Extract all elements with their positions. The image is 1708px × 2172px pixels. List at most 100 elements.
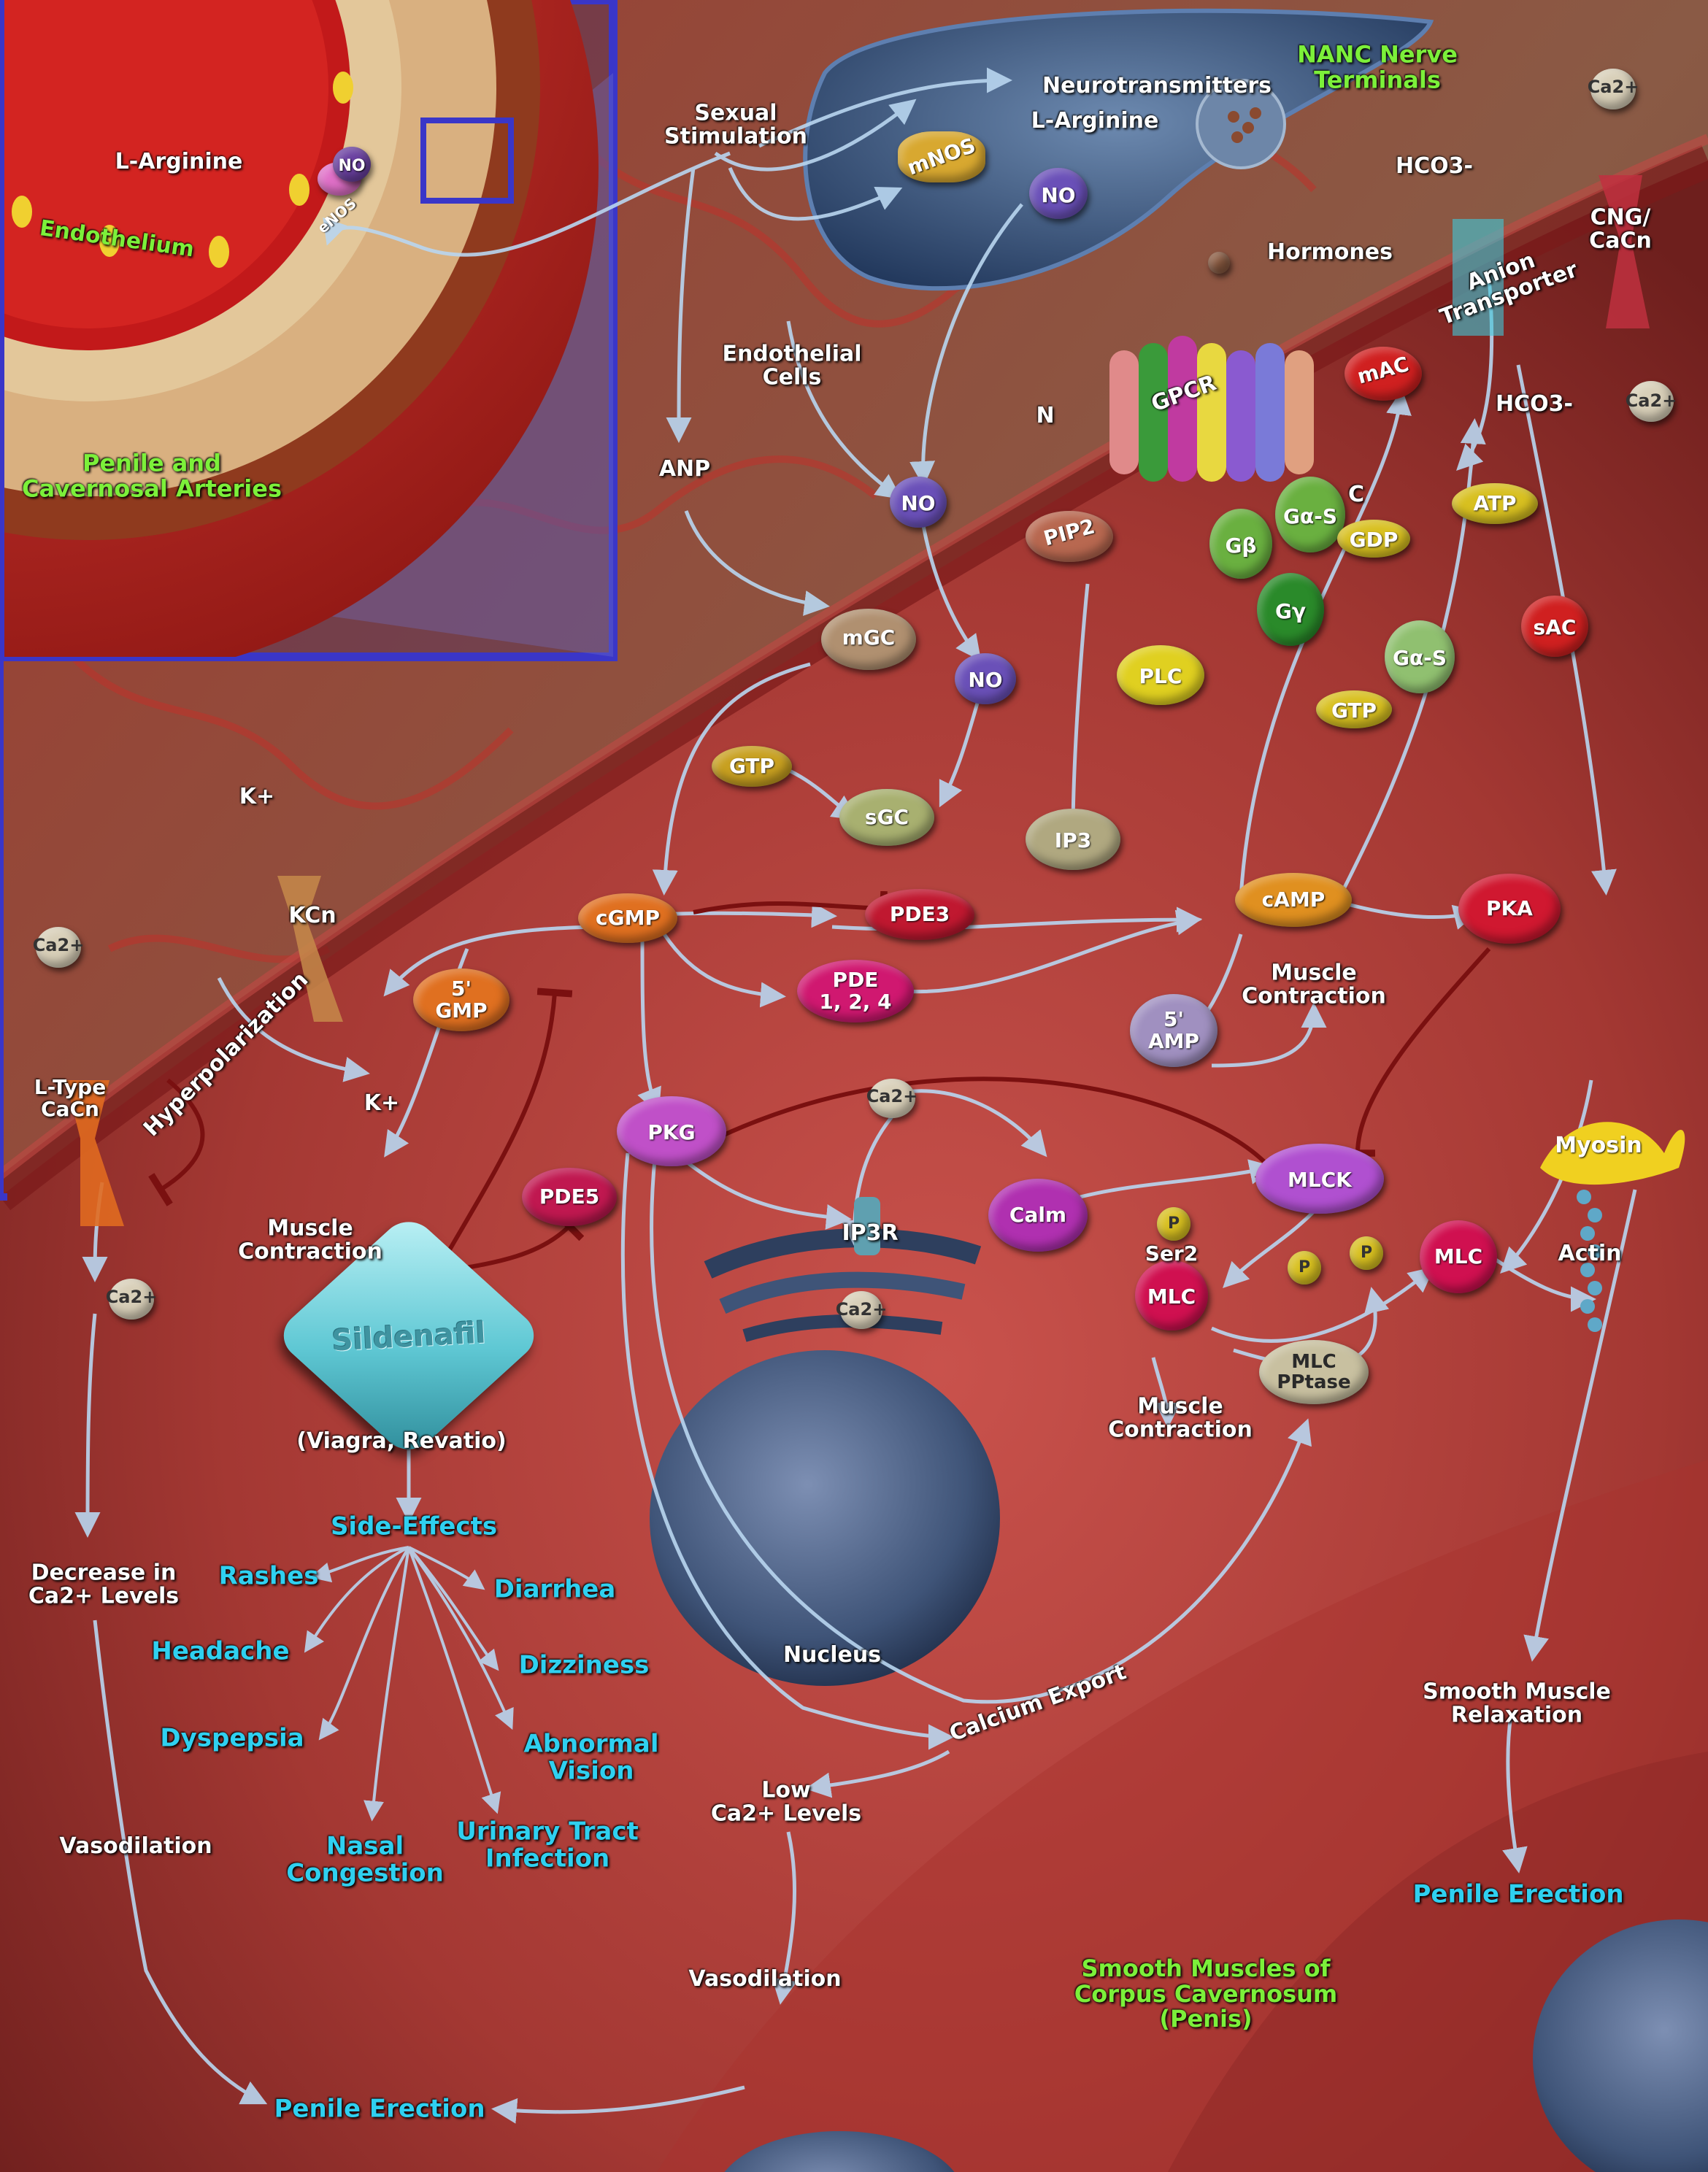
- node-ca-left-top: [36, 927, 81, 968]
- label-mgc: mGC: [842, 625, 896, 650]
- side-effect-dizziness: Dizziness: [518, 1650, 650, 1680]
- node-inset-no: [333, 147, 371, 182]
- node-g-beta: [1209, 509, 1272, 579]
- node-plc: [1117, 645, 1204, 705]
- node-no-nerve: [1029, 168, 1088, 219]
- label-5amp: 5' AMP: [1147, 1006, 1200, 1053]
- label-anp: ANP: [658, 455, 711, 482]
- side-effect-dyspepsia: Dyspepsia: [160, 1723, 304, 1753]
- side-effect-arrows: [304, 1546, 514, 1822]
- label-g-alpha-s2: Gα-S: [1392, 645, 1447, 670]
- label-pka: PKA: [1486, 896, 1533, 920]
- node-pde124: [797, 960, 914, 1023]
- node-pkg: [617, 1096, 726, 1166]
- label-gdp: GDP: [1349, 527, 1399, 552]
- label-inset-l-arginine: L-Arginine: [115, 148, 243, 174]
- label-mlc-left: MLC: [1147, 1284, 1196, 1309]
- label-drug-brands: (Viagra, Revatio): [296, 1428, 507, 1454]
- label-camp: cAMP: [1261, 887, 1326, 912]
- node-ca-mid-right: [1628, 381, 1674, 422]
- cng-channel: [1599, 175, 1650, 328]
- node-mgc: [821, 609, 916, 670]
- label-gtp-right: GTP: [1331, 698, 1377, 723]
- node-atp: [1452, 483, 1538, 524]
- label-neurotransmitters: Neurotransmitters: [1042, 72, 1272, 99]
- label-l-arginine: L-Arginine: [1031, 107, 1159, 134]
- node-ip3: [1026, 809, 1120, 870]
- node-no-membrane: [890, 477, 947, 528]
- node-sgc: [839, 789, 934, 846]
- label-corpus: Smooth Muscles of Corpus Cavernosum (Pen…: [1074, 1955, 1338, 2033]
- node-mac: [1345, 347, 1422, 401]
- label-myosin: Myosin: [1555, 1132, 1642, 1158]
- node-p3: [1350, 1236, 1383, 1270]
- label-gpcr-n: N: [1036, 402, 1055, 428]
- side-effect-rashes: Rashes: [218, 1561, 319, 1591]
- node-ca-er: [840, 1291, 882, 1329]
- label-ip3r: IP3R: [842, 1220, 899, 1246]
- label-k-bottom: K+: [363, 1090, 400, 1116]
- node-hormone-vesicle: [1208, 252, 1230, 274]
- label-penile-erection-bottom: Penile Erection: [274, 2094, 485, 2124]
- label-g-gamma: Gγ: [1274, 598, 1307, 623]
- node-pde3: [865, 889, 974, 940]
- label-muscle-contraction-mlc: Muscle Contraction: [1108, 1393, 1253, 1443]
- node-5amp: [1130, 994, 1217, 1067]
- node-ca-cyto: [869, 1079, 915, 1118]
- label-sgc: sGC: [864, 804, 909, 829]
- label-hco3-top: HCO3-: [1396, 153, 1473, 179]
- node-sac: [1521, 596, 1588, 657]
- label-actin: Actin: [1558, 1240, 1622, 1266]
- node-mlc-right: [1420, 1220, 1497, 1293]
- label-plc: PLC: [1139, 663, 1182, 688]
- label-ca-top-right: Ca2+: [1587, 77, 1639, 98]
- label-p2: P: [1298, 1258, 1311, 1277]
- inhibition-lines: [148, 890, 1491, 1272]
- side-effect-diarrhea: Diarrhea: [493, 1574, 616, 1604]
- side-effect-headache: Headache: [151, 1636, 290, 1666]
- node-pde5: [522, 1168, 617, 1226]
- label-muscle-contraction-amp: Muscle Contraction: [1242, 960, 1386, 1009]
- label-vasodilation-left: Vasodilation: [59, 1833, 212, 1859]
- node-mlc-pptase: [1259, 1340, 1369, 1404]
- label-kcn: KCn: [288, 902, 336, 928]
- label-no-membrane: NO: [901, 490, 936, 515]
- label-sexual-stimulation: Sexual Stimulation: [664, 100, 807, 150]
- label-decrease-ca: Decrease in Ca2+ Levels: [28, 1560, 180, 1609]
- node-g-alpha-s2: [1385, 620, 1455, 693]
- node-cgmp: [578, 893, 677, 943]
- anion-transporter: [1453, 219, 1504, 336]
- label-mlck: MLCK: [1288, 1167, 1352, 1192]
- label-ser2: Ser2: [1145, 1241, 1199, 1266]
- node-gtp-right: [1316, 690, 1392, 728]
- label-l-type: L-Type CaCn: [34, 1074, 107, 1121]
- label-penile-erection-right: Penile Erection: [1412, 1879, 1624, 1909]
- label-ip3: IP3: [1054, 828, 1092, 852]
- label-p1: P: [1167, 1214, 1180, 1233]
- label-pde3: PDE3: [889, 901, 950, 926]
- label-cgmp: cGMP: [596, 905, 660, 930]
- gpcr-helices: [1109, 336, 1314, 482]
- node-pip2: [1026, 511, 1113, 562]
- node-5gmp: [413, 968, 509, 1031]
- label-pkg: PKG: [647, 1120, 696, 1144]
- label-ca-cyto: Ca2+: [866, 1086, 918, 1107]
- label-gpcr-c: C: [1347, 481, 1365, 507]
- label-low-ca: Low Ca2+ Levels: [710, 1777, 862, 1827]
- label-ca-mid-right: Ca2+: [1625, 390, 1677, 412]
- side-effect-abnormal-vision: Abnormal Vision: [523, 1729, 659, 1785]
- node-g-alpha-s: [1275, 477, 1345, 552]
- node-p2: [1288, 1251, 1321, 1285]
- label-no-cyto: NO: [968, 667, 1003, 692]
- node-calm: [988, 1179, 1088, 1252]
- label-g-alpha-s: Gα-S: [1282, 504, 1338, 528]
- node-g-gamma: [1257, 573, 1324, 646]
- label-nucleus: Nucleus: [782, 1641, 882, 1668]
- label-endothelial-cells: Endothelial Cells: [722, 341, 862, 390]
- label-pde124: PDE 1, 2, 4: [819, 967, 892, 1014]
- label-ca-er: Ca2+: [835, 1299, 888, 1320]
- node-ca-left-bottom: [109, 1279, 154, 1320]
- label-muscle-contraction-left: Muscle Contraction: [238, 1215, 382, 1265]
